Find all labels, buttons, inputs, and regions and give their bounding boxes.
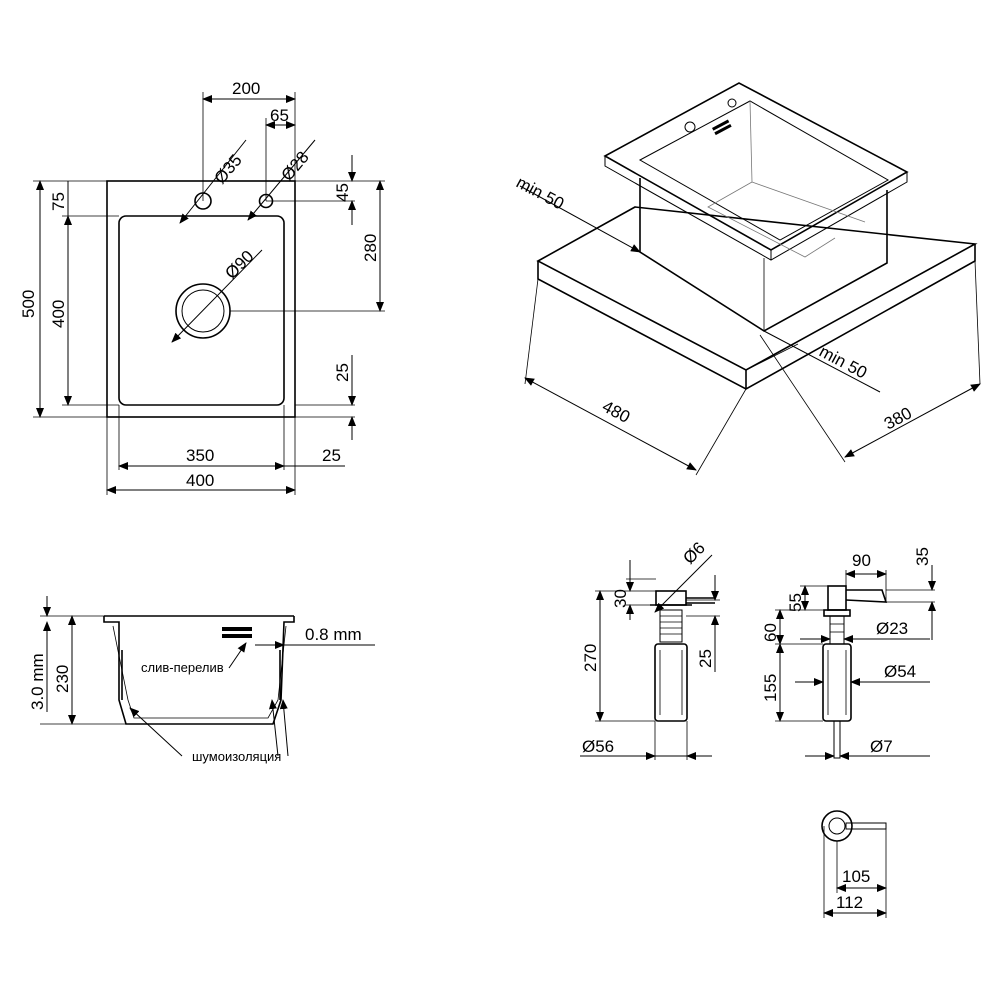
dim-400-vertical: 400	[49, 300, 68, 328]
dim-60: 60	[761, 623, 780, 642]
section-bowl-outer	[103, 616, 295, 725]
dispenser-side-view: Ø6 30 270 25 Ø56	[580, 538, 720, 760]
dim-400: 400	[186, 471, 214, 490]
insulation-label: шумоизоляция	[192, 749, 281, 764]
dim-35: 35	[913, 547, 932, 566]
isometric-view: min 50 min 50 480 380	[513, 82, 981, 476]
bowl-inner-back	[707, 100, 836, 258]
dim-270: 270	[581, 644, 600, 672]
dispenser-tube	[833, 720, 841, 759]
dim-155: 155	[761, 674, 780, 702]
dispenser-top-inner	[828, 817, 846, 835]
dim-d23: Ø23	[876, 619, 908, 638]
dispenser-top-view: 105 112	[821, 810, 887, 918]
iso-tap-hole-2	[727, 98, 737, 108]
dim-d56: Ø56	[582, 737, 614, 756]
dim-65: 65	[270, 106, 289, 125]
dim-25-bottom: 25	[322, 446, 341, 465]
dim-d6: Ø6	[679, 538, 708, 567]
section-view: 3.0 mm 230 0.8 mm слив-перелив шумоизоля…	[28, 596, 375, 764]
dim-3mm: 3.0 mm	[28, 653, 47, 710]
iso-tap-hole-1	[684, 121, 696, 133]
dispenser-neck	[829, 615, 845, 645]
dim-hole-35: Ø35	[211, 151, 246, 188]
dim-75: 75	[49, 192, 68, 211]
dim-280: 280	[361, 234, 380, 262]
dispenser-spout	[845, 589, 888, 603]
dispenser-top-outer	[821, 810, 853, 842]
countertop-side	[537, 244, 976, 390]
dim-25-right: 25	[333, 363, 352, 382]
dim-90: 90	[852, 551, 871, 570]
dispenser-thread	[659, 609, 683, 643]
overflow-label: слив-перелив	[141, 660, 224, 675]
dim-0-8mm: 0.8 mm	[305, 625, 362, 644]
dispenser-bottle-front	[822, 643, 852, 722]
dispenser-pump-head	[827, 585, 847, 611]
dispenser-cap	[655, 590, 687, 606]
dim-45: 45	[333, 183, 352, 202]
sink-bowl	[118, 215, 285, 406]
dispenser-top-spout	[845, 822, 887, 830]
dim-30: 30	[611, 589, 630, 608]
dim-112: 112	[836, 893, 863, 912]
drain-inner	[181, 289, 225, 333]
brand-logo-iso	[712, 119, 732, 136]
dim-105: 105	[842, 867, 870, 886]
dim-55: 55	[786, 593, 805, 612]
dispenser-front-view: 90 35 55 60 Ø23 155 Ø54 Ø7	[761, 547, 936, 760]
dim-min50-left: min 50	[513, 173, 567, 214]
sink-rim-top	[603, 82, 909, 251]
dim-500: 500	[19, 290, 38, 318]
dim-200: 200	[232, 79, 260, 98]
dim-drain-90: Ø90	[221, 247, 257, 283]
dim-d54: Ø54	[884, 662, 916, 681]
brand-logo-section	[222, 627, 252, 638]
dispenser-collar	[823, 609, 851, 617]
dim-25-dispenser: 25	[696, 649, 715, 668]
dim-480: 480	[599, 397, 633, 427]
dim-230: 230	[53, 665, 72, 693]
dim-min50-right: min 50	[816, 342, 870, 383]
sink-outer-rim	[106, 180, 296, 418]
dim-d7: Ø7	[870, 737, 893, 756]
top-view: 200 65 Ø35 Ø28 500 75 400 280 45 Ø90 25 …	[19, 79, 385, 495]
dim-380: 380	[881, 403, 915, 433]
dispenser-bottle	[654, 643, 688, 722]
dim-350: 350	[186, 446, 214, 465]
bowl-opening	[638, 100, 890, 241]
